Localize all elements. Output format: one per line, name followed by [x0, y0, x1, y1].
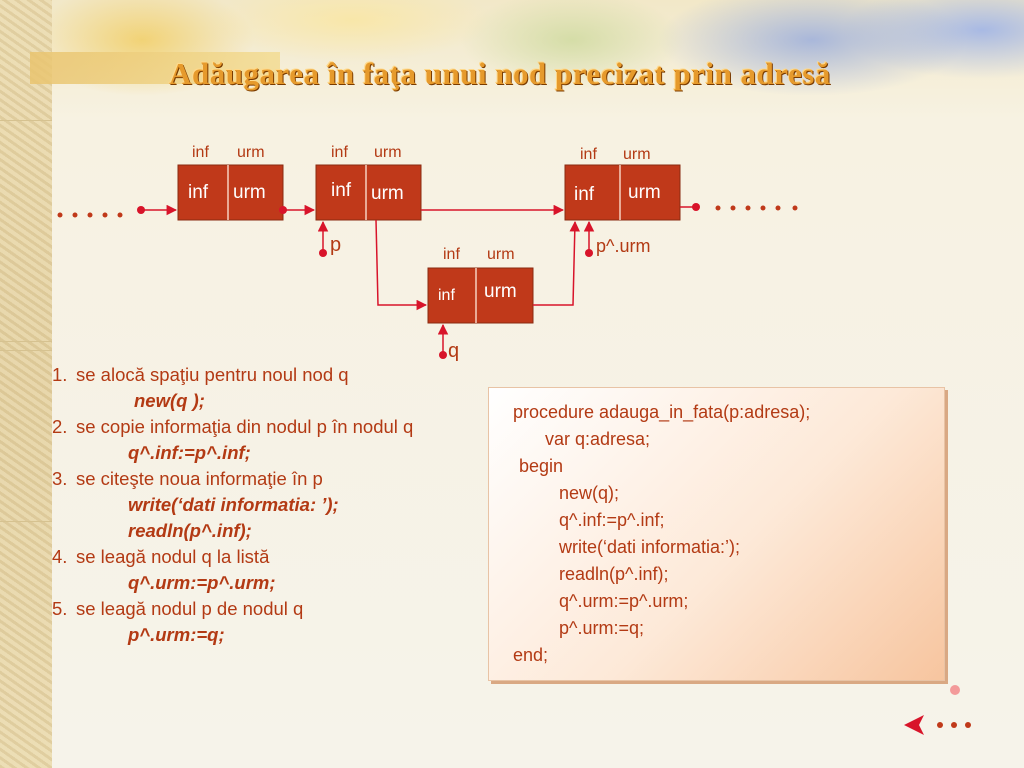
title-decor-strip	[30, 52, 280, 84]
step-3-code-1: write(‘dati informatia: ’);	[128, 494, 339, 515]
node1-inf-label: inf	[192, 144, 209, 161]
left-ellipsis	[57, 212, 123, 218]
nodeq-urm-label: urm	[487, 246, 515, 263]
step-5-code: p^.urm:=q;	[128, 624, 225, 645]
marker-dot	[950, 685, 960, 695]
node1-urm: urm	[233, 182, 266, 203]
step-1-text: se alocă spaţiu pentru noul nod q	[76, 364, 349, 385]
nodeq-inf-label: inf	[443, 246, 460, 263]
step-1: 1. se alocă spaţiu pentru noul nod q new…	[52, 362, 422, 414]
arrow-node2-to-q	[375, 219, 428, 311]
step-3: 3. se citeşte noua informaţie în p write…	[52, 466, 422, 544]
pointer-p-label: p	[330, 234, 342, 256]
node-1	[177, 164, 284, 221]
right-ellipsis	[715, 205, 798, 211]
node2-urm: urm	[371, 183, 404, 204]
node2-inf-label: inf	[331, 144, 348, 161]
node3-urm: urm	[628, 182, 661, 203]
code-line-10: end;	[513, 645, 549, 665]
nodeq-urm: urm	[484, 281, 517, 302]
back-arrow-icon[interactable]	[902, 712, 976, 738]
code-line-3: begin	[519, 456, 564, 476]
node3-urm-label: urm	[623, 146, 651, 163]
step-3-code-2: readln(p^.inf);	[128, 520, 252, 541]
node-2	[315, 164, 422, 221]
step-1-code: new(q );	[134, 390, 205, 411]
node-3	[564, 164, 681, 221]
code-line-4: new(q);	[559, 483, 620, 503]
step-2-code: q^.inf:=p^.inf;	[128, 442, 251, 463]
procedure-code-box: procedure adauga_in_fata(p:adresa); var …	[488, 387, 945, 681]
pointer-q-label: q	[448, 340, 460, 362]
nodeq-inf: inf	[438, 287, 455, 304]
slide-title: Adăugarea în faţa unui nod precizat prin…	[169, 56, 831, 91]
node1-urm-label: urm	[237, 144, 265, 161]
step-4: 4. se leagă nodul q la listă q^.urm:=p^.…	[52, 544, 422, 596]
step-5: 5. se leagă nodul p de nodul q p^.urm:=q…	[52, 596, 422, 648]
node3-inf: inf	[574, 184, 595, 205]
node3-inf-label: inf	[580, 146, 597, 163]
step-4-text: se leagă nodul q la listă	[76, 546, 270, 567]
code-line-9: p^.urm:=q;	[559, 618, 644, 638]
node2-inf: inf	[331, 180, 352, 201]
step-3-text: se citeşte noua informaţie în p	[76, 468, 323, 489]
algorithm-steps: 1. se alocă spaţiu pentru noul nod q new…	[52, 362, 422, 648]
step-5-text: se leagă nodul p de nodul q	[76, 598, 304, 619]
node2-urm-label: urm	[374, 144, 402, 161]
node1-inf: inf	[188, 182, 209, 203]
node-q	[427, 267, 534, 324]
code-line-6: write(‘dati informatia:’);	[559, 537, 741, 557]
step-2: 2. se copie informaţia din nodul p în no…	[52, 414, 422, 466]
code-line-8: q^.urm:=p^.urm;	[559, 591, 689, 611]
step-4-code: q^.urm:=p^.urm;	[128, 572, 276, 593]
code-line-1: procedure adauga_in_fata(p:adresa);	[513, 402, 811, 422]
code-line-5: q^.inf:=p^.inf;	[559, 510, 665, 530]
arrow-q-to-node3	[533, 220, 581, 306]
pointer-purm-label: p^.urm	[596, 236, 651, 256]
code-line-2: var q:adresa;	[545, 429, 651, 449]
step-2-text: se copie informaţia din nodul p în nodul…	[76, 416, 414, 437]
code-line-7: readln(p^.inf);	[559, 564, 669, 584]
left-texture-band	[0, 0, 52, 768]
